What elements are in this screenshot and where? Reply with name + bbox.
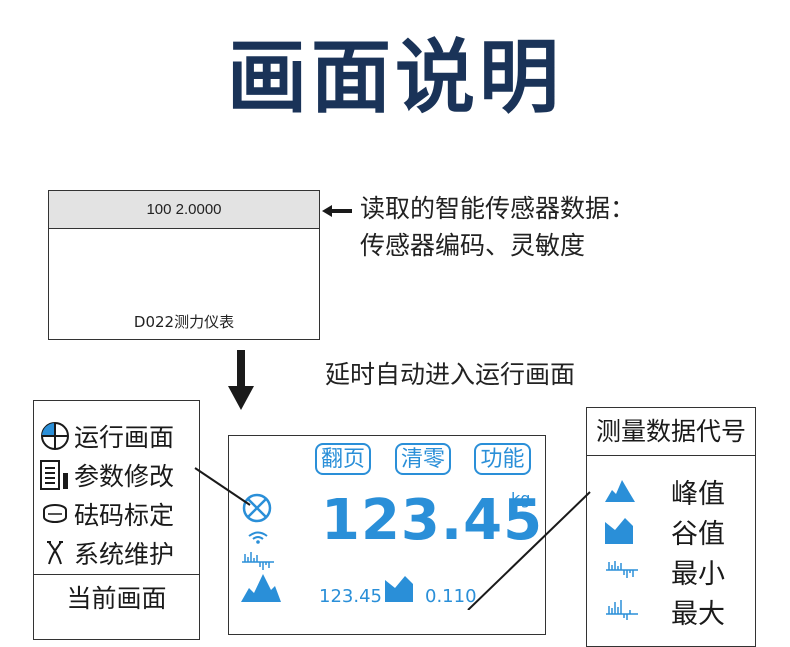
code-label: 最大 bbox=[671, 599, 725, 630]
run-screen: 翻页 清零 功能 123.45 kg 123.45 0.110 bbox=[228, 435, 546, 635]
sensor-annotation-line2: 传感器编码、灵敏度 bbox=[360, 231, 586, 260]
menu-item-weight-calibration[interactable]: 砝码标定 bbox=[38, 495, 174, 533]
code-label: 谷值 bbox=[671, 519, 725, 550]
sensor-annotation-line1: 读取的智能传感器数据： bbox=[360, 194, 636, 223]
target-icon bbox=[38, 419, 72, 453]
zero-button[interactable]: 清零 bbox=[395, 443, 451, 475]
document-icon bbox=[38, 458, 72, 492]
menu-item-param-edit[interactable]: 参数修改 bbox=[38, 456, 174, 494]
unit-label: kg bbox=[511, 489, 531, 508]
weight-icon bbox=[38, 497, 72, 531]
current-screen-label: 当前画面 bbox=[66, 584, 167, 613]
peak-icon bbox=[241, 574, 281, 602]
min-waveform-icon bbox=[606, 561, 638, 578]
menu-label: 运行画面 bbox=[74, 423, 175, 452]
page-button[interactable]: 翻页 bbox=[315, 443, 371, 475]
sensor-data-readout: 100 2.0000 bbox=[146, 201, 222, 218]
delay-annotation: 延时自动进入运行画面 bbox=[325, 360, 576, 389]
peak-value: 123.45 bbox=[319, 586, 382, 607]
valley-value: 0.110 bbox=[425, 586, 477, 607]
menu-divider bbox=[34, 574, 199, 575]
main-measurement-value: 123.45 bbox=[321, 488, 544, 553]
max-waveform-icon bbox=[606, 600, 638, 620]
down-arrow-icon bbox=[228, 350, 254, 410]
peak-icon bbox=[605, 480, 635, 502]
boot-screen: 100 2.0000 D022测力仪表 bbox=[48, 190, 320, 340]
valley-icon bbox=[385, 576, 413, 602]
page-title: 画面说明 bbox=[227, 31, 563, 124]
code-panel: 测量数据代号 峰值 谷值 最小 bbox=[586, 407, 756, 647]
waveform-icon bbox=[242, 552, 274, 570]
menu-item-system-maintenance[interactable]: 系统维护 bbox=[38, 534, 174, 572]
code-row-valley: 谷值 bbox=[587, 510, 755, 550]
menu-label: 系统维护 bbox=[74, 540, 175, 569]
code-row-min: 最小 bbox=[587, 550, 755, 590]
left-arrow-icon bbox=[322, 205, 352, 217]
tools-icon bbox=[38, 536, 72, 570]
function-button[interactable]: 功能 bbox=[474, 443, 531, 475]
code-label: 最小 bbox=[671, 559, 725, 590]
menu-panel: 运行画面 参数修改 砝码标定 bbox=[33, 400, 200, 640]
code-label: 峰值 bbox=[671, 479, 725, 510]
wifi-icon bbox=[248, 531, 268, 544]
menu-item-run-screen[interactable]: 运行画面 bbox=[38, 417, 174, 455]
device-model-label: D022测力仪表 bbox=[133, 313, 235, 331]
boot-screen-header: 100 2.0000 bbox=[49, 191, 319, 229]
code-row-peak: 峰值 bbox=[587, 470, 755, 510]
code-panel-title: 测量数据代号 bbox=[587, 408, 755, 456]
code-row-max: 最大 bbox=[587, 590, 755, 630]
valley-icon bbox=[605, 518, 633, 544]
menu-label: 砝码标定 bbox=[74, 501, 175, 530]
overload-icon bbox=[242, 493, 272, 523]
menu-label: 参数修改 bbox=[74, 462, 175, 491]
